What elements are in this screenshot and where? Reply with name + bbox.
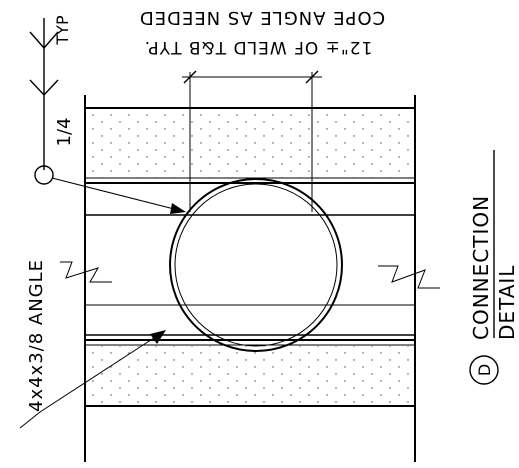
weld-all-around-icon — [34, 165, 54, 185]
weld-size-text: 1/4 — [54, 118, 75, 147]
top-notes: COPE ANGLE AS NEEDED 12"± OF WELD T&B TY… — [139, 7, 385, 57]
upper-slab-hatch — [86, 108, 414, 178]
weld-symbol: TYP 1/4 — [29, 15, 75, 185]
detail-marker-circle — [469, 355, 499, 385]
detail-title-line1: CONNECTION — [469, 195, 493, 340]
lower-slab-hatch — [86, 346, 414, 406]
break-line-left — [60, 261, 112, 283]
member-outlines — [60, 95, 440, 462]
pipe-section — [169, 178, 343, 352]
detail-title: D CONNECTION DETAIL — [469, 150, 519, 385]
leaders — [19, 177, 186, 429]
weld-tail-text: TYP — [53, 15, 72, 46]
note-cope-angle: COPE ANGLE AS NEEDED — [139, 7, 385, 28]
break-line-right — [378, 265, 440, 289]
detail-letter: D — [475, 364, 494, 376]
note-weld-length: 12"± OF WELD T&B TYP. — [144, 37, 373, 57]
angle-callout: 4x4x3/8 ANGLE — [26, 259, 47, 412]
detail-title-line2: DETAIL — [495, 265, 519, 340]
